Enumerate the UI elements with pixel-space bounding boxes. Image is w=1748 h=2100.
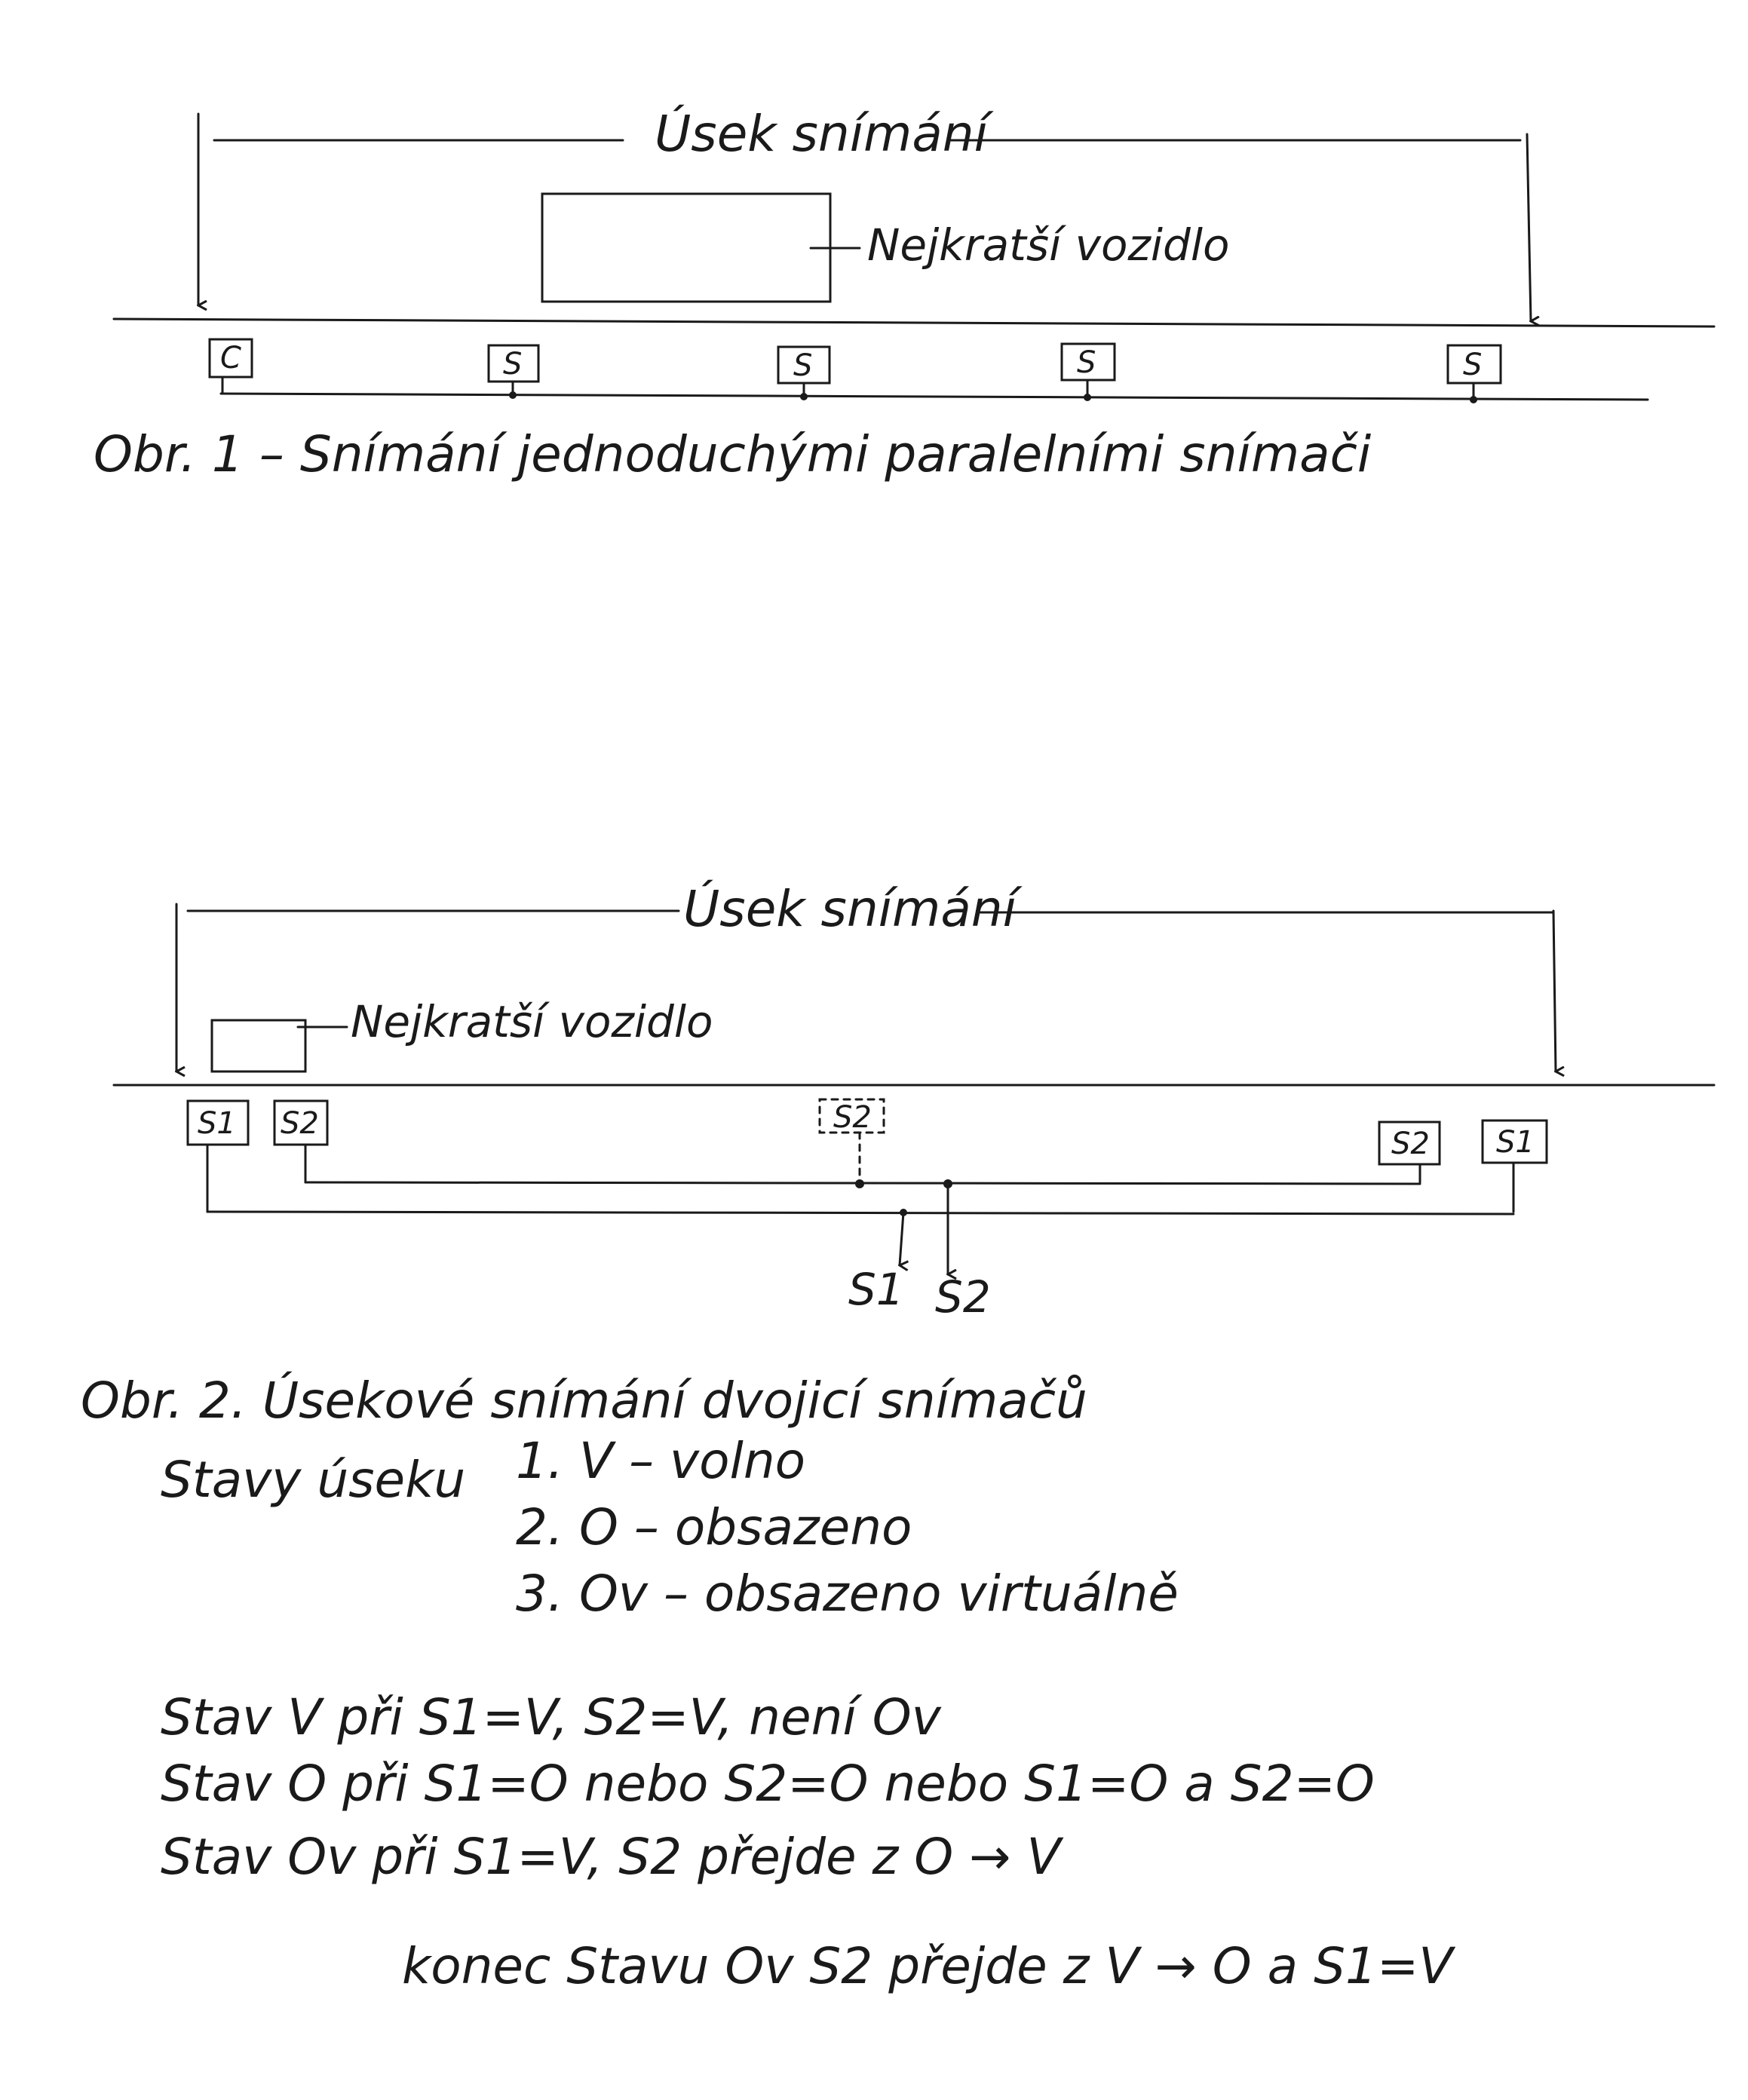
s1-output-label: S1 — [848, 1264, 904, 1315]
figure-1: Úsek snímání Nejkratší vozidlo C S S S — [94, 105, 1716, 483]
track-line — [112, 317, 1716, 328]
rule-line: Stav V při S1=V, S2=V, není Ov — [161, 1688, 942, 1746]
sensor-label: S — [793, 348, 812, 383]
span-label: Úsek snímání — [655, 105, 995, 163]
sensor-s1-left: S1 — [186, 1099, 250, 1213]
shortest-vehicle-box — [210, 1019, 307, 1073]
shortest-vehicle-box — [541, 192, 832, 303]
sensor-s2-right: S2 — [1378, 1121, 1441, 1184]
state-item: 2. O – obsazeno — [516, 1498, 912, 1556]
s2-output-label: S2 — [935, 1271, 991, 1323]
state-item: 3. Ov – obsazeno virtuálně — [516, 1565, 1179, 1623]
sensor-s2-middle-dashed: S2 — [818, 1098, 885, 1188]
span-right-arrow — [1526, 133, 1531, 321]
sensor-bus-line — [219, 392, 1649, 401]
vehicle-label: Nejkratší vozidlo — [867, 219, 1229, 271]
vehicle-label: Nejkratší vozidlo — [351, 996, 713, 1047]
figure-2: Úsek snímání Nejkratší vozidlo S1 S2 S2 … — [81, 880, 1716, 1430]
sensor-label: S2 — [833, 1100, 872, 1135]
section-rules: Stav V při S1=V, S2=V, není Ov Stav O př… — [161, 1688, 1455, 1995]
sensor-s: S — [1446, 344, 1502, 403]
sensor-s1-right: S1 — [1481, 1119, 1548, 1213]
sensor-label: S1 — [1496, 1125, 1535, 1160]
s1-bus-line — [206, 1210, 1515, 1216]
sensor-s: S — [487, 344, 540, 399]
section-states: Stavy úseku 1. V – volno 2. O – obsazeno… — [161, 1432, 1179, 1623]
sensor-label: C — [220, 341, 241, 376]
sensor-label: S — [503, 347, 522, 382]
sensor-s2-left: S2 — [273, 1099, 329, 1184]
span-label: Úsek snímání — [683, 880, 1023, 938]
rule-line: Stav O při S1=O nebo S2=O nebo S1=O a S2… — [161, 1755, 1375, 1813]
s2-bus-line — [304, 1181, 1421, 1185]
span-right-arrow — [1552, 909, 1556, 1071]
sensor-label: S2 — [281, 1106, 319, 1141]
sensor-label: S — [1463, 348, 1482, 382]
sensor-s: S — [777, 345, 831, 400]
state-item: 1. V – volno — [516, 1432, 805, 1490]
rule-line: konec Stavu Ov S2 přejde z V → O a S1=V — [402, 1937, 1455, 1995]
figure-1-caption: Obr. 1 – Snímání jednoduchými paralelním… — [94, 425, 1372, 483]
figure-2-caption: Obr. 2. Úsekové snímání dvojicí snímačů — [81, 1372, 1087, 1430]
sensor-c: C — [208, 338, 253, 395]
sensor-label: S2 — [1391, 1127, 1430, 1161]
s1-output-arrow — [900, 1211, 903, 1265]
sensor-label: S — [1077, 345, 1096, 380]
states-heading: Stavy úseku — [161, 1451, 465, 1509]
sensor-label: S1 — [198, 1106, 236, 1141]
rule-line: Stav Ov při S1=V, S2 přejde z O → V — [161, 1828, 1063, 1886]
sensor-s: S — [1060, 342, 1116, 401]
